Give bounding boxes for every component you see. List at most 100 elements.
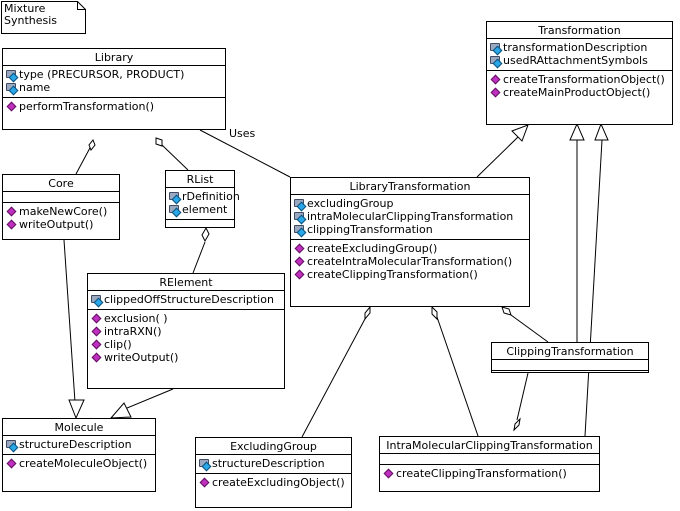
operation-row[interactable]: performTransformation() [6, 100, 222, 113]
operation-icon [91, 339, 103, 350]
operations-compartment: performTransformation() [3, 98, 225, 116]
attribute-row[interactable]: clippedOffStructureDescription [91, 293, 281, 306]
operation-icon [294, 269, 306, 280]
generalization-arrowhead [511, 124, 529, 142]
generalization-libtransformation-transformation [476, 136, 519, 178]
class-name: RList [166, 171, 234, 188]
class-intra-molecular-clipping-transformation[interactable]: IntraMolecularClippingTransformation crea… [379, 436, 600, 492]
class-name: Molecule [3, 419, 155, 436]
operation-row[interactable]: createClippingTransformation() [294, 268, 526, 281]
operation-name: createClippingTransformation() [396, 467, 567, 480]
operation-icon [91, 352, 103, 363]
class-library[interactable]: Library type (PRECURSOR, PRODUCT)name perf… [2, 48, 226, 130]
aggregation-clipping-libtransformation [510, 314, 549, 343]
class-molecule[interactable]: Molecule structureDescription createMolecu… [2, 418, 156, 492]
class-name: Core [3, 175, 119, 192]
class-name: LibraryTransformation [291, 178, 529, 195]
attribute-row[interactable]: name [6, 81, 222, 94]
class-clipping-transformation[interactable]: ClippingTransformation [491, 342, 649, 373]
operation-icon [383, 468, 395, 479]
operations-compartment: exclusion( )intraRXN()clip()writeOutput(… [88, 310, 284, 367]
operation-icon [6, 219, 18, 230]
attribute-row[interactable]: clippingTransformation [294, 223, 526, 236]
operation-icon [490, 74, 502, 85]
operation-icon [6, 206, 18, 217]
aggregation-diamond [501, 306, 512, 316]
attribute-icon [294, 211, 306, 222]
attribute-row[interactable]: type (PRECURSOR, PRODUCT) [6, 68, 222, 81]
operation-name: createIntraMolecularTransformation() [307, 255, 513, 268]
operations-compartment: createTransformationObject()createMainPr… [487, 71, 672, 102]
operation-name: clip() [104, 338, 132, 351]
class-name: Library [3, 49, 225, 66]
attributes-compartment [492, 360, 648, 371]
operation-row[interactable]: exclusion( ) [91, 312, 281, 325]
operation-name: exclusion( ) [104, 312, 168, 325]
attribute-row[interactable]: intraMolecularClippingTransformation [294, 210, 526, 223]
diagram-note: Mixture Synthesis [1, 1, 86, 34]
generalization-arrowhead [594, 122, 609, 141]
class-name: ClippingTransformation [492, 343, 648, 360]
attribute-icon [6, 69, 18, 80]
operation-name: writeOutput() [19, 218, 94, 231]
operation-icon [294, 243, 306, 254]
attribute-row[interactable]: transformationDescription [490, 41, 669, 54]
class-excluding-group[interactable]: ExcludingGroup structureDescription create… [195, 437, 352, 508]
attribute-name: name [19, 81, 51, 94]
attribute-row[interactable]: structureDescription [6, 438, 152, 451]
generalization-core-molecule [63, 239, 76, 403]
attribute-row[interactable]: rDefinition [169, 190, 240, 203]
attribute-name: clippedOffStructureDescription [104, 293, 274, 306]
attribute-row[interactable]: excludingGroup [294, 197, 526, 210]
attribute-icon [490, 42, 502, 53]
operation-row[interactable]: makeNewCore() [6, 205, 116, 218]
operation-icon [6, 458, 18, 469]
attribute-icon [6, 439, 18, 450]
operation-name: intraRXN() [104, 325, 162, 338]
aggregation-intraclip-libtransformation [436, 316, 479, 437]
attribute-icon [294, 224, 306, 235]
generalization-arrowhead [68, 399, 85, 420]
class-name: ExcludingGroup [196, 438, 351, 455]
attribute-row[interactable]: element [169, 203, 231, 216]
operation-name: createTransformationObject() [503, 73, 665, 86]
aggregation-intraclip-clipping [516, 372, 529, 421]
attribute-icon [294, 198, 306, 209]
operation-row[interactable]: createIntraMolecularTransformation() [294, 255, 526, 268]
operation-row[interactable]: createClippingTransformation() [383, 467, 596, 480]
operation-name: writeOutput() [104, 351, 179, 364]
attribute-name: structureDescription [19, 438, 132, 451]
class-name: IntraMolecularClippingTransformation [380, 437, 599, 454]
attribute-row[interactable]: structureDescription [199, 457, 348, 470]
attribute-name: excludingGroup [307, 197, 394, 210]
attribute-name: transformationDescription [503, 41, 648, 54]
operation-row[interactable]: intraRXN() [91, 325, 281, 338]
operation-row[interactable]: writeOutput() [6, 218, 116, 231]
operation-row[interactable]: createMainProductObject() [490, 86, 669, 99]
operation-row[interactable]: createMoleculeObject() [6, 457, 152, 470]
operations-compartment [166, 220, 234, 230]
operation-icon [91, 313, 103, 324]
attribute-icon [169, 204, 181, 215]
attribute-row[interactable]: usedRAttachmentSymbols [490, 54, 669, 67]
operation-row[interactable]: createTransformationObject() [490, 73, 669, 86]
operation-name: performTransformation() [19, 100, 155, 113]
operations-compartment: createExcludingObject() [196, 474, 351, 492]
class-core[interactable]: Core makeNewCore()writeOutput() [2, 174, 120, 240]
attribute-name: clippingTransformation [307, 223, 433, 236]
operation-row[interactable]: createExcludingObject() [199, 476, 348, 489]
attribute-name: usedRAttachmentSymbols [503, 54, 648, 67]
operation-row[interactable]: writeOutput() [91, 351, 281, 364]
aggregation-diamond [431, 305, 438, 321]
operation-name: createMoleculeObject() [19, 457, 148, 470]
operation-icon [6, 101, 18, 112]
operation-row[interactable]: createExcludingGroup() [294, 242, 526, 255]
operation-row[interactable]: clip() [91, 338, 281, 351]
